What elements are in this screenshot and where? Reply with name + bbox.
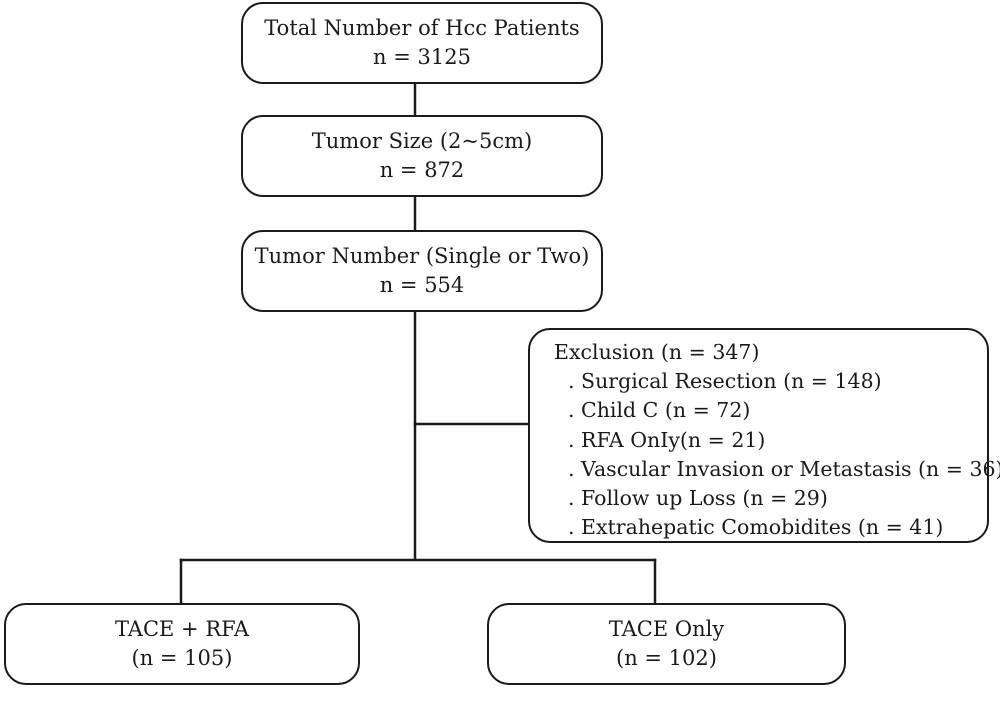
total-patients-title: Total Number of Hcc Patients [264,16,580,40]
tumor-number-title: Tumor Number (Single or Two) [254,244,590,268]
tumor-size-box: Tumor Size (2~5cm) n = 872 [241,115,603,197]
tumor-size-title: Tumor Size (2~5cm) [311,129,533,153]
tace-rfa-count: (n = 105) [131,646,233,670]
tumor-number-box: Tumor Number (Single or Two) n = 554 [241,230,603,312]
exclusion-title: Exclusion (n = 347) [554,340,760,364]
total-patients-count: n = 3125 [373,45,471,69]
tumor-number-count: n = 554 [379,273,465,297]
tace-rfa-box: TACE + RFA (n = 105) [4,603,360,685]
exclusion-box: Exclusion (n = 347) . Surgical Resection… [528,328,1000,543]
exclusion-item-extrahepatic: . Extrahepatic Comobidites (n = 41) [568,515,944,540]
tace-only-title: TACE Only [608,617,725,641]
tace-only-box: TACE Only (n = 102) [487,603,846,685]
exclusion-item-follow-up-loss: . Follow up Loss (n = 29) [568,486,828,511]
exclusion-item-child-c: . Child C (n = 72) [568,398,751,423]
tace-only-count: (n = 102) [616,646,717,670]
exclusion-item-vascular-invasion: . Vascular Invasion or Metastasis (n = 3… [568,456,1000,481]
exclusion-item-surgical-resection: . Surgical Resection (n = 148) [568,369,882,394]
tumor-size-count: n = 872 [379,158,465,182]
exclusion-item-rfa-only: . RFA OnIy(n = 21) [568,427,766,452]
tace-rfa-title: TACE + RFA [114,617,250,641]
total-patients-box: Total Number of Hcc Patients n = 3125 [241,2,603,84]
